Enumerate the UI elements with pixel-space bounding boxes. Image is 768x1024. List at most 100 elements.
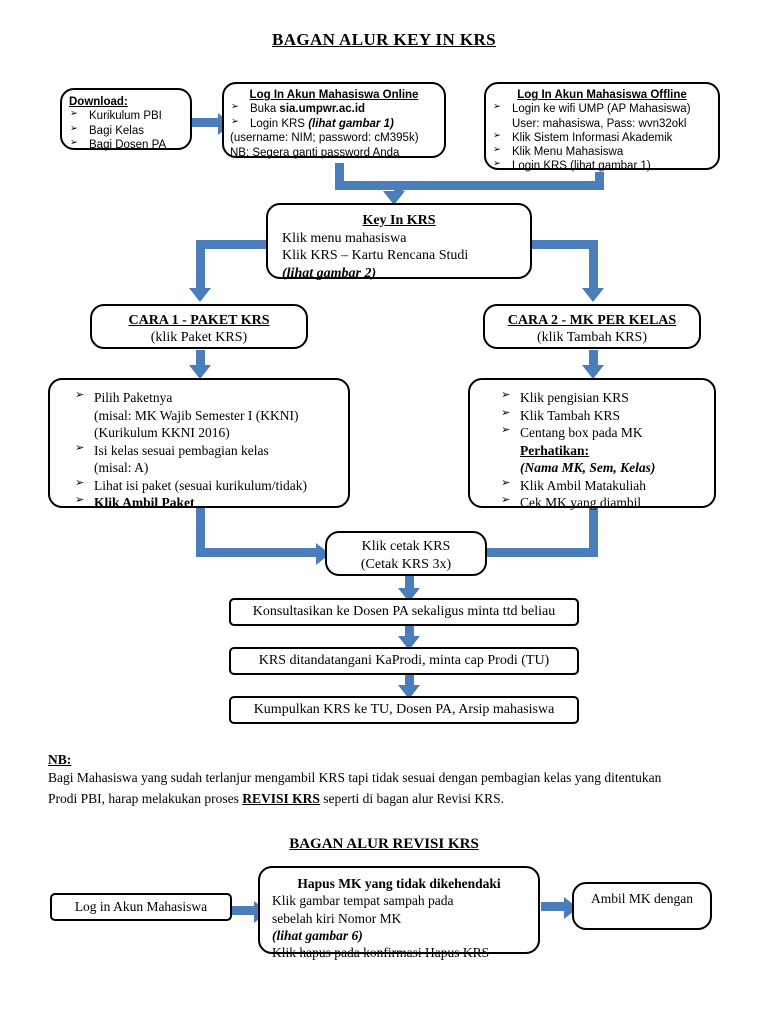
item-text: Klik [94,495,123,511]
perhatikan-heading: Perhatikan: [520,442,589,458]
nb-label: NB: [48,752,72,767]
list-item-continuation: User: mahasiswa, Pass: wvn32okl [512,117,687,130]
box-revisi-login[interactable]: Log in Akun Mahasiswa [50,893,232,921]
list-item: Buka sia.umpwr.ac.id [230,101,438,116]
login-online-list: Buka sia.umpwr.ac.id Login KRS (lihat ga… [230,101,438,160]
arrowhead-ttd-kumpulkan [398,685,420,699]
list-item: Login KRS (lihat gambar 1) [492,158,712,173]
box-cara2[interactable]: CARA 2 - MK PER KELAS (klik Tambah KRS) [483,304,701,349]
item-bold: sia.umpwr.ac.id [279,103,366,116]
revisi-title: BAGAN ALUR REVISI KRS [289,836,479,852]
cara2-heading: CARA 2 - MK PER KELAS [507,313,677,328]
connector-cara1-detail-down [196,508,205,549]
box-cara1-detail[interactable]: Pilih Paketnya (misal: MK Wajib Semester… [48,378,350,510]
list-item: Bagi Kelas [69,123,183,138]
list-item: Pilih Paketnya [74,388,338,407]
list-item: Klik Tambah KRS [500,406,704,425]
perhatikan-text: (Nama MK, Sem, Kelas) [520,460,656,476]
arrowhead-cara2-detail [582,365,604,379]
revisi-hapus-line1: Klik gambar tempat sampah pada [272,893,454,909]
cara2-sub: (klik Tambah KRS) [537,330,647,346]
key-in-krs-line2: Klik KRS – Kartu Rencana Studi [282,248,469,264]
box-login-online[interactable]: Log In Akun Mahasiswa Online Buka sia.um… [222,82,446,160]
box-konsultasi[interactable]: Konsultasikan ke Dosen PA sekaligus mint… [229,598,579,626]
revisi-hapus-heading: Hapus MK yang tidak dikehendaki [297,876,501,891]
list-item-continuation: (Kurikulum KKNI 2016) [94,425,230,441]
box-cara2-detail[interactable]: Klik pengisian KRS Klik Tambah KRS Centa… [468,378,716,510]
connector-bracket-to-keyin [394,181,403,193]
list-item: Klik Sistem Informasi Akademik [492,130,712,145]
connector-cara1-to-detail [196,350,205,368]
list-item: NB: Segera ganti password Anda [230,146,400,159]
key-in-krs-line3: (lihat gambar 2) [282,265,377,281]
konsultasi-text: Konsultasikan ke Dosen PA sekaligus mint… [252,604,556,619]
tandatangan-text: KRS ditandatangani KaProdi, minta cap Pr… [258,653,550,668]
connector-keyin-split-right [530,240,598,249]
connector-ttd-to-kumpulkan [405,675,414,687]
list-item: Kurikulum PBI [69,108,183,123]
item-text: Buka [250,103,280,116]
list-item-continuation: (misal: MK Wajib Semester I (KKNI) [94,407,299,423]
revisi-ambil-line1: Ambil MK dengan [591,891,693,906]
box-tandatangan-kaprodi[interactable]: KRS ditandatangani KaProdi, minta cap Pr… [229,647,579,675]
nb-text-bold: REVISI KRS [242,790,320,806]
list-item: Klik pengisian KRS [500,388,704,407]
arrowhead-to-keyin [383,191,405,205]
kumpulkan-text: Kumpulkan KRS ke TU, Dosen PA, Arsip mah… [253,702,555,717]
connector-cara2-detail-left [474,548,598,557]
download-heading: Download: [69,96,128,108]
list-item: Klik Ambil Paket [74,493,338,512]
box-login-offline[interactable]: Log In Akun Mahasiswa Offline Login ke w… [484,82,720,173]
list-item: Cek MK yang diambil [500,493,704,512]
page-title: BAGAN ALUR KEY IN KRS [271,30,497,49]
connector-cara1-detail-right [196,548,320,557]
arrowhead-cara1-detail [189,365,211,379]
connector-cara2-to-detail [589,350,598,368]
key-in-krs-line1: Klik menu mahasiswa [282,230,407,246]
item-bold: Ambil Paket [122,495,195,511]
box-key-in-krs[interactable]: Key In KRS Klik menu mahasiswa Klik KRS … [266,203,532,281]
download-list: Kurikulum PBI Bagi Kelas Bagi Dosen PA [69,108,183,152]
box-download[interactable]: Download: Kurikulum PBI Bagi Kelas Bagi … [60,88,192,152]
box-revisi-ambil[interactable]: Ambil MK dengan [572,882,712,930]
cara1-detail-list: Pilih Paketnya (misal: MK Wajib Semester… [60,388,338,512]
arrowhead-to-cara2 [582,288,604,302]
connector-keyin-split-left [196,240,276,249]
cara1-sub: (klik Paket KRS) [150,330,248,346]
box-cetak-krs[interactable]: Klik cetak KRS (Cetak KRS 3x) [325,531,487,576]
list-item: Login ke wifi UMP (AP Mahasiswa) [492,101,712,116]
list-item: Isi kelas sesuai pembagian kelas [74,441,338,460]
login-online-heading: Log In Akun Mahasiswa Online [249,89,419,101]
nb-text-1: Bagi Mahasiswa yang sudah terlanjur meng… [48,770,662,806]
nb-text-2: seperti di bagan alur Revisi KRS. [319,790,504,806]
list-item: Login KRS (lihat gambar 1) [230,116,438,131]
login-offline-heading: Log In Akun Mahasiswa Offline [517,89,687,101]
item-text: Login KRS [250,117,309,130]
connector-konsultasi-to-ttd [405,626,414,638]
list-item: Lihat isi paket (sesuai kurikulum/tidak) [74,476,338,495]
revisi-login-text: Log in Akun Mahasiswa [74,899,208,914]
connector-keyin-down-right [589,240,598,290]
connector-revisi-hapus-to-ambil [541,902,567,911]
revisi-hapus-line4: Klik hapus pada konfirmasi Hapus KRS [272,945,490,961]
connector-online-stub [335,163,344,185]
box-cara1[interactable]: CARA 1 - PAKET KRS (klik Paket KRS) [90,304,308,349]
cara1-heading: CARA 1 - PAKET KRS [128,313,270,328]
list-item-continuation: (misal: A) [94,460,149,476]
connector-revisi-login-to-hapus [231,906,257,915]
box-revisi-hapus[interactable]: Hapus MK yang tidak dikehendaki Klik gam… [258,866,540,960]
cetak-line1: Klik cetak KRS [361,539,451,554]
cara2-detail-list: Klik pengisian KRS Klik Tambah KRS Centa… [480,388,704,512]
box-kumpulkan[interactable]: Kumpulkan KRS ke TU, Dosen PA, Arsip mah… [229,696,579,724]
item-bold-italic: (lihat gambar 1) [308,117,394,130]
connector-login-bracket [335,181,604,190]
list-item: (username: NIM; password: cM395k) [230,132,419,145]
connector-offline-stub [595,172,604,185]
connector-cetak-to-konsultasi [405,576,414,590]
list-item: Centang box pada MK [500,423,704,442]
list-item: Bagi Dosen PA [69,137,183,152]
revisi-hapus-line2: sebelah kiri Nomor MK [272,910,402,926]
revisi-hapus-line3: (lihat gambar 6) [272,927,363,943]
key-in-krs-heading: Key In KRS [362,213,436,228]
